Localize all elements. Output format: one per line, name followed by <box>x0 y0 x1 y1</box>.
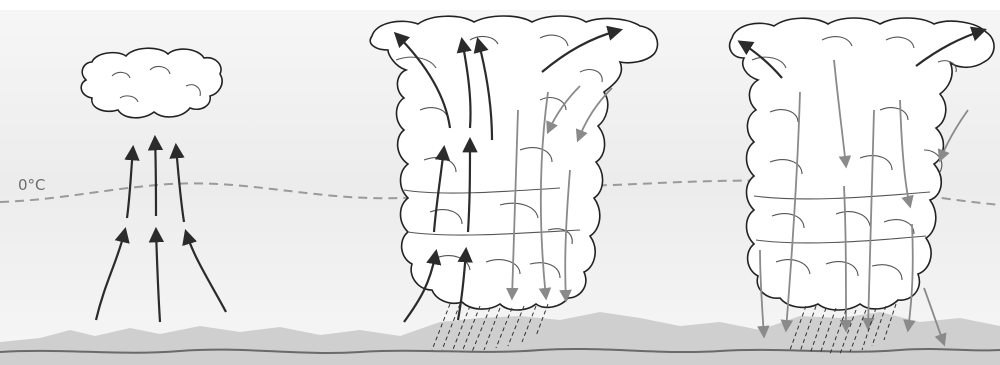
cumulus-cloud <box>81 48 222 118</box>
freezing-level-label: 0°C <box>18 176 46 194</box>
updraft-arrow <box>155 138 156 216</box>
